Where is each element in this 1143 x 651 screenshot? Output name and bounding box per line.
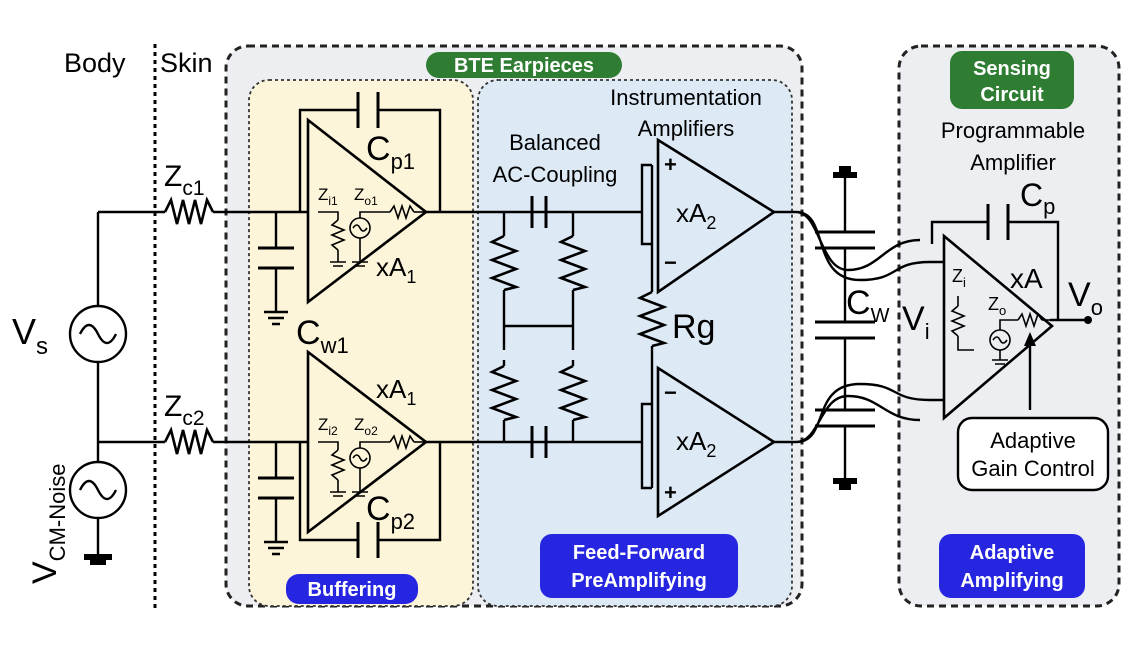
- ia-bottom-plus: +: [664, 480, 677, 505]
- instrumentation-label-2: Amplifiers: [638, 116, 735, 141]
- xa-label: xA: [1010, 263, 1043, 294]
- feed-forward-label-1: Feed-Forward: [573, 542, 705, 564]
- programmable-amp: [942, 233, 1055, 421]
- vi-label: Vi: [902, 300, 930, 344]
- capacitors: [258, 92, 1010, 558]
- zc1-label: Zc1: [164, 160, 205, 200]
- source-waves: [78, 323, 118, 501]
- instrumentation-label-1: Instrumentation: [610, 85, 762, 110]
- zo2-label: Zo2: [354, 415, 378, 438]
- programmable-label-2: Amplifier: [970, 150, 1056, 175]
- resistors: [163, 196, 669, 455]
- xa1-bottom-label: xA1: [376, 374, 416, 409]
- xa2-top-label: xA2: [676, 198, 716, 233]
- vs-label: Vs: [12, 311, 48, 360]
- zc2-resistor: [163, 426, 215, 455]
- zi-label: Zi: [952, 266, 966, 290]
- sensing-circuit-label-1: Sensing: [973, 58, 1051, 80]
- zo1-label: Zo1: [354, 185, 378, 208]
- cp-label: Cp: [1020, 177, 1055, 219]
- cw1-label: Cw1: [296, 314, 349, 358]
- ia-top-minus: −: [664, 250, 677, 275]
- adaptive-amplifying-label-1: Adaptive: [970, 542, 1054, 564]
- zi1-label: Zi1: [318, 185, 338, 208]
- xa1-top-label: xA1: [376, 252, 416, 287]
- opamps: [306, 117, 1055, 535]
- skin-label: Skin: [160, 48, 213, 78]
- body-label: Body: [64, 48, 126, 78]
- vo-label: Vo: [1068, 276, 1103, 320]
- zc2-label: Zc2: [164, 390, 205, 430]
- preamp-panel: [477, 79, 793, 607]
- sensing-circuit-label-2: Circuit: [980, 84, 1044, 106]
- ladder-resistor-1: [488, 234, 521, 292]
- feed-forward-badge: [540, 534, 738, 598]
- buffering-badge: [286, 574, 418, 604]
- cw-label: CW: [846, 284, 890, 327]
- ladder-resistor-3: [488, 364, 521, 422]
- vo-node: [1084, 316, 1092, 324]
- balanced-label-2: AC-Coupling: [493, 162, 618, 187]
- adaptive-gain-label-2: Gain Control: [971, 456, 1095, 481]
- adaptive-gain-label-1: Adaptive: [990, 428, 1076, 453]
- instrumentation-amp-top: [656, 137, 777, 295]
- ia-bottom-minus: −: [664, 380, 677, 405]
- bte-earpieces-label: BTE Earpieces: [454, 55, 594, 77]
- adaptive-gain-control-box: [956, 416, 1110, 492]
- instrumentation-amp-bottom: [656, 365, 777, 519]
- rg-resistor: [636, 290, 669, 348]
- xa2-bottom-label: xA2: [676, 426, 716, 461]
- ground-icon: [84, 554, 112, 565]
- wiring: [96, 108, 1088, 556]
- adaptive-amplifying-badge: [939, 534, 1085, 598]
- cw-supply: [833, 166, 857, 490]
- zo-label: Zo: [988, 294, 1006, 318]
- programmable-label-1: Programmable: [941, 118, 1085, 143]
- sensing-circuit-badge: [950, 51, 1074, 109]
- vcm-label: VCM-Noise: [26, 464, 70, 584]
- bte-earpieces-badge: [426, 52, 622, 78]
- rg-label: Rg: [672, 308, 715, 346]
- zi2-label: Zi2: [318, 415, 338, 438]
- buffer-internals: [318, 203, 1050, 497]
- ladder-resistor-4: [557, 364, 590, 422]
- balanced-label-1: Balanced: [509, 130, 601, 155]
- cp2-label: Cp2: [366, 490, 415, 534]
- feed-forward-label-2: PreAmplifying: [571, 570, 707, 592]
- buffering-label: Buffering: [308, 579, 397, 601]
- ia-top-plus: +: [664, 152, 677, 177]
- buffer-amp-bottom: [306, 349, 429, 535]
- buffer-amp-top: [306, 117, 429, 305]
- cp1-label: Cp1: [366, 130, 415, 174]
- gain-control-arrow: [1024, 332, 1036, 346]
- adaptive-amplifying-label-2: Amplifying: [960, 570, 1063, 592]
- zc1-resistor: [163, 196, 215, 225]
- ladder-resistor-2: [557, 234, 590, 292]
